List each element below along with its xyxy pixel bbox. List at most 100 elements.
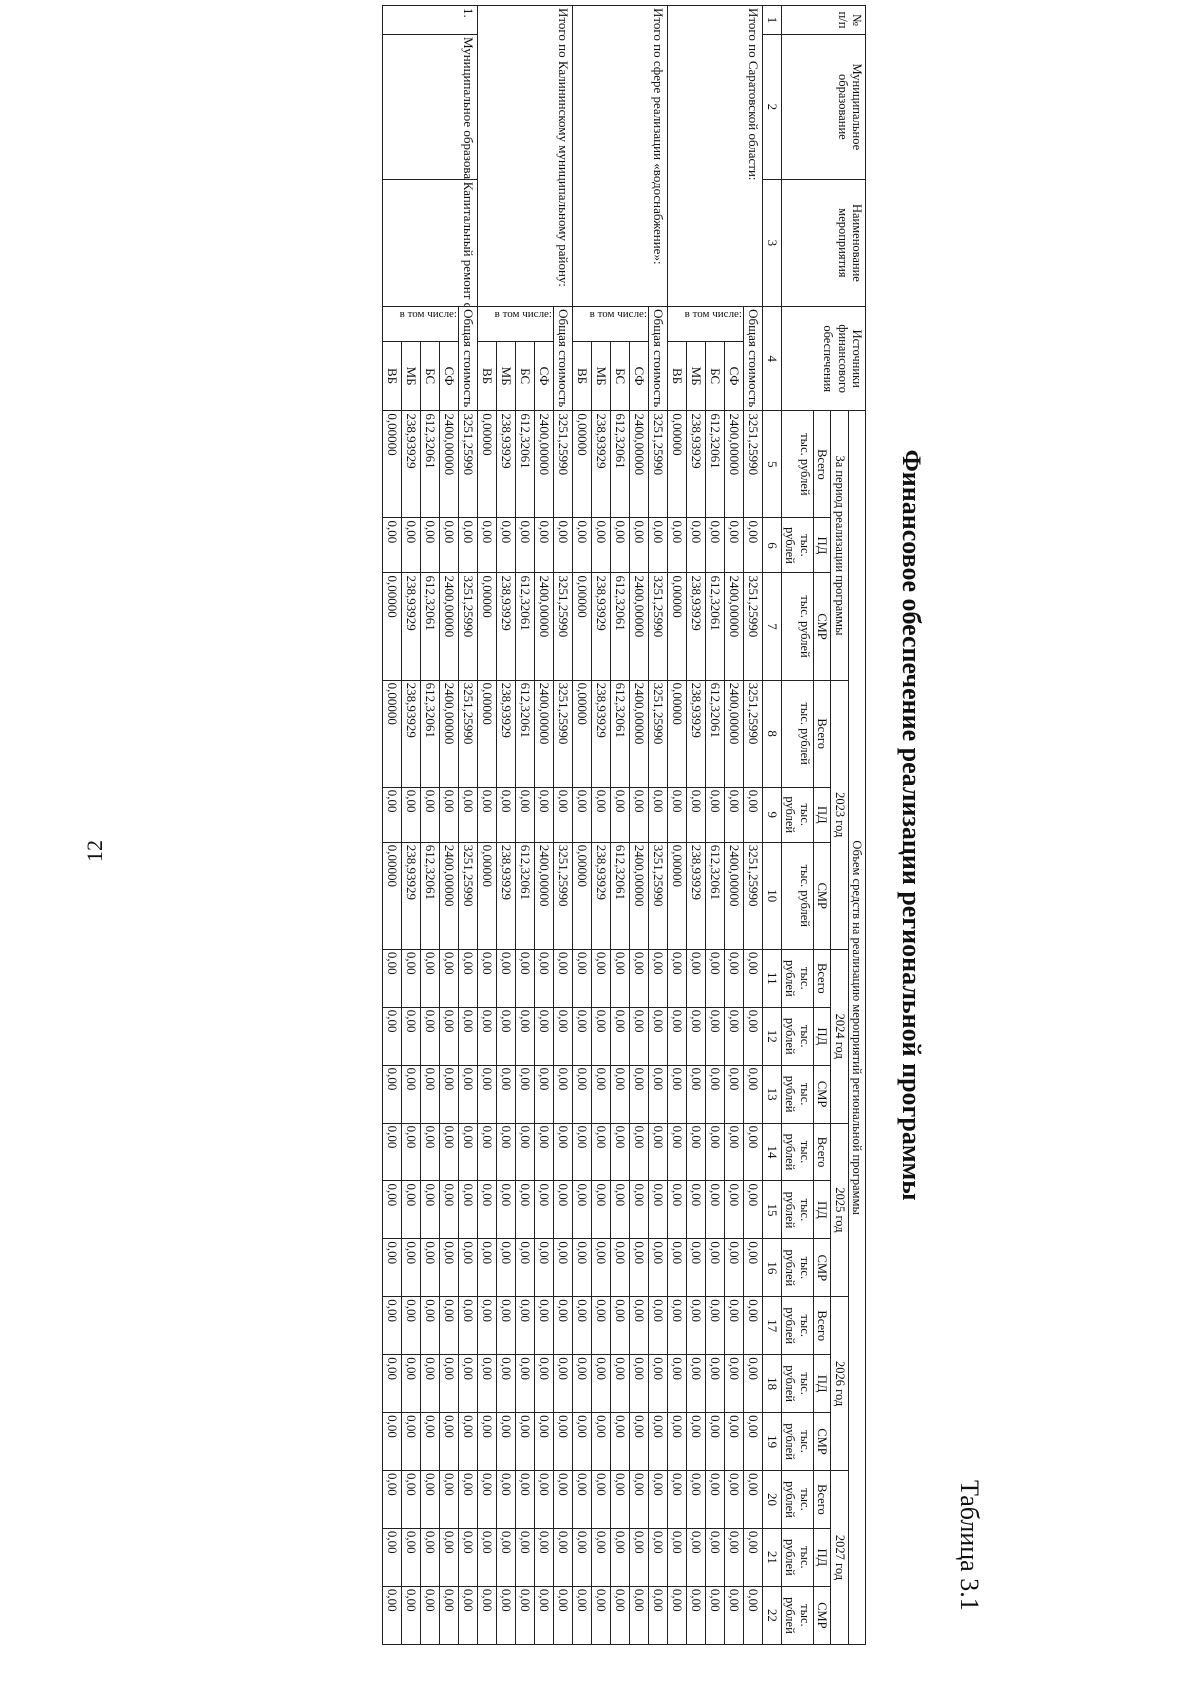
amount-cell: 0,00 — [591, 1180, 611, 1239]
amount-cell: 0,00 — [553, 1470, 573, 1529]
header-year: 2026 год — [830, 1296, 849, 1471]
amount-cell: 2400,00000 — [439, 680, 459, 788]
amount-cell: 0,00 — [724, 1007, 744, 1066]
table-row: Итого по сфере реализации «водоснабжение… — [572, 5, 668, 1645]
header-unit: тыс. рублей — [781, 787, 814, 843]
header-unit: тыс. рублей — [781, 1123, 814, 1181]
amount-cell: 0,00 — [667, 1354, 687, 1413]
amount-cell: 0,00 — [401, 1470, 421, 1529]
amount-cell: 0,00000 — [382, 680, 402, 788]
amount-cell: 2400,00000 — [629, 680, 649, 788]
amount-cell: 3251,25990 — [553, 410, 573, 518]
amount-cell: 3251,25990 — [458, 572, 478, 681]
in-including-label: в том числе: — [572, 306, 649, 342]
amount-cell: 0,00 — [477, 1180, 497, 1239]
header-total: Всего — [813, 949, 831, 1008]
amount-cell: 0,00 — [515, 1528, 535, 1587]
amount-cell: 0,00 — [686, 787, 706, 843]
amount-cell: 0,00000 — [382, 842, 402, 950]
amount-cell: 0,00 — [420, 1412, 440, 1471]
amount-cell: 0,00 — [610, 1586, 630, 1645]
amount-cell: 0,00 — [534, 949, 554, 1008]
amount-cell: 0,00 — [629, 1586, 649, 1645]
amount-cell: 0,00 — [743, 517, 763, 573]
amount-cell: 0,00 — [420, 1123, 440, 1181]
funding-source-code: СФ — [534, 341, 554, 411]
amount-cell: 0,00 — [572, 1180, 592, 1239]
amount-cell: 0,00 — [477, 787, 497, 843]
header-pd: ПД — [813, 517, 831, 573]
amount-cell: 0,00 — [458, 1470, 478, 1529]
amount-cell: 3251,25990 — [458, 842, 478, 950]
amount-cell: 0,00 — [629, 1412, 649, 1471]
amount-cell: 0,00 — [420, 1180, 440, 1239]
amount-cell: 0,00 — [420, 949, 440, 1008]
header-smr: СМР — [813, 572, 831, 681]
amount-cell: 0,00 — [401, 1123, 421, 1181]
header-smr: СМР — [813, 1065, 831, 1124]
amount-cell: 0,00 — [420, 1528, 440, 1587]
amount-cell: 0,00 — [572, 949, 592, 1008]
amount-cell: 0,00 — [629, 1470, 649, 1529]
amount-cell: 0,00 — [401, 1007, 421, 1066]
funding-source-code: СФ — [439, 341, 459, 411]
amount-cell: 0,00 — [591, 1528, 611, 1587]
amount-cell: 238,93929 — [401, 410, 421, 518]
funding-source-code: МБ — [401, 341, 421, 411]
amount-cell: 2400,00000 — [724, 680, 744, 788]
table-row: Итого по Калининскому муниципальному рай… — [477, 5, 573, 1645]
item-number: 1. — [382, 5, 478, 35]
amount-cell: 0,00 — [515, 1123, 535, 1181]
amount-cell: 3251,25990 — [553, 842, 573, 950]
amount-cell: 0,00 — [458, 517, 478, 573]
amount-cell: 612,32061 — [705, 410, 725, 518]
amount-cell: 0,00 — [686, 1470, 706, 1529]
amount-cell: 0,00 — [496, 1238, 516, 1297]
amount-cell: 0,00 — [439, 1296, 459, 1355]
amount-cell: 0,00 — [572, 1007, 592, 1066]
amount-cell: 612,32061 — [705, 680, 725, 788]
amount-cell: 0,00 — [610, 1065, 630, 1124]
amount-cell: 0,00 — [439, 1470, 459, 1529]
header-year: 2027 год — [830, 1470, 849, 1645]
amount-cell: 0,00 — [743, 1296, 763, 1355]
amount-cell: 0,00 — [382, 1470, 402, 1529]
amount-cell: 0,00 — [382, 1412, 402, 1471]
amount-cell: 0,00 — [534, 1180, 554, 1239]
amount-cell: 0,00 — [515, 949, 535, 1008]
amount-cell: 0,00000 — [667, 410, 687, 518]
amount-cell: 0,00 — [610, 1354, 630, 1413]
amount-cell: 0,00 — [648, 1470, 668, 1529]
amount-cell: 0,00 — [439, 949, 459, 1008]
amount-cell: 3251,25990 — [648, 410, 668, 518]
amount-cell: 612,32061 — [515, 410, 535, 518]
amount-cell: 0,00 — [553, 1296, 573, 1355]
amount-cell: 0,00000 — [572, 572, 592, 681]
amount-cell: 0,00 — [648, 1296, 668, 1355]
column-number: 6 — [762, 517, 782, 573]
amount-cell: 0,00 — [477, 1238, 497, 1297]
amount-cell: 0,00 — [648, 517, 668, 573]
amount-cell: 0,00 — [705, 1123, 725, 1181]
amount-cell: 0,00 — [724, 787, 744, 843]
amount-cell: 0,00 — [382, 1528, 402, 1587]
amount-cell: 0,00 — [382, 1180, 402, 1239]
amount-cell: 0,00 — [686, 517, 706, 573]
amount-cell: 0,00 — [667, 1007, 687, 1066]
amount-cell: 0,00 — [705, 1296, 725, 1355]
amount-cell: 0,00 — [534, 1528, 554, 1587]
amount-cell: 0,00 — [705, 1470, 725, 1529]
page-title: Финансовое обеспечение реализации регион… — [897, 449, 926, 1201]
amount-cell: 0,00 — [458, 1412, 478, 1471]
header-unit: тыс. рублей — [781, 1065, 814, 1124]
amount-cell: 0,00 — [572, 1123, 592, 1181]
amount-cell: 0,00 — [591, 1412, 611, 1471]
amount-cell: 0,00 — [439, 1007, 459, 1066]
amount-cell: 0,00 — [496, 1470, 516, 1529]
column-number: 21 — [762, 1528, 782, 1587]
amount-cell: 612,32061 — [610, 572, 630, 681]
header-unit: тыс. рублей — [781, 572, 814, 681]
amount-cell: 0,00 — [667, 1528, 687, 1587]
amount-cell: 0,00 — [629, 1065, 649, 1124]
amount-cell: 238,93929 — [496, 410, 516, 518]
